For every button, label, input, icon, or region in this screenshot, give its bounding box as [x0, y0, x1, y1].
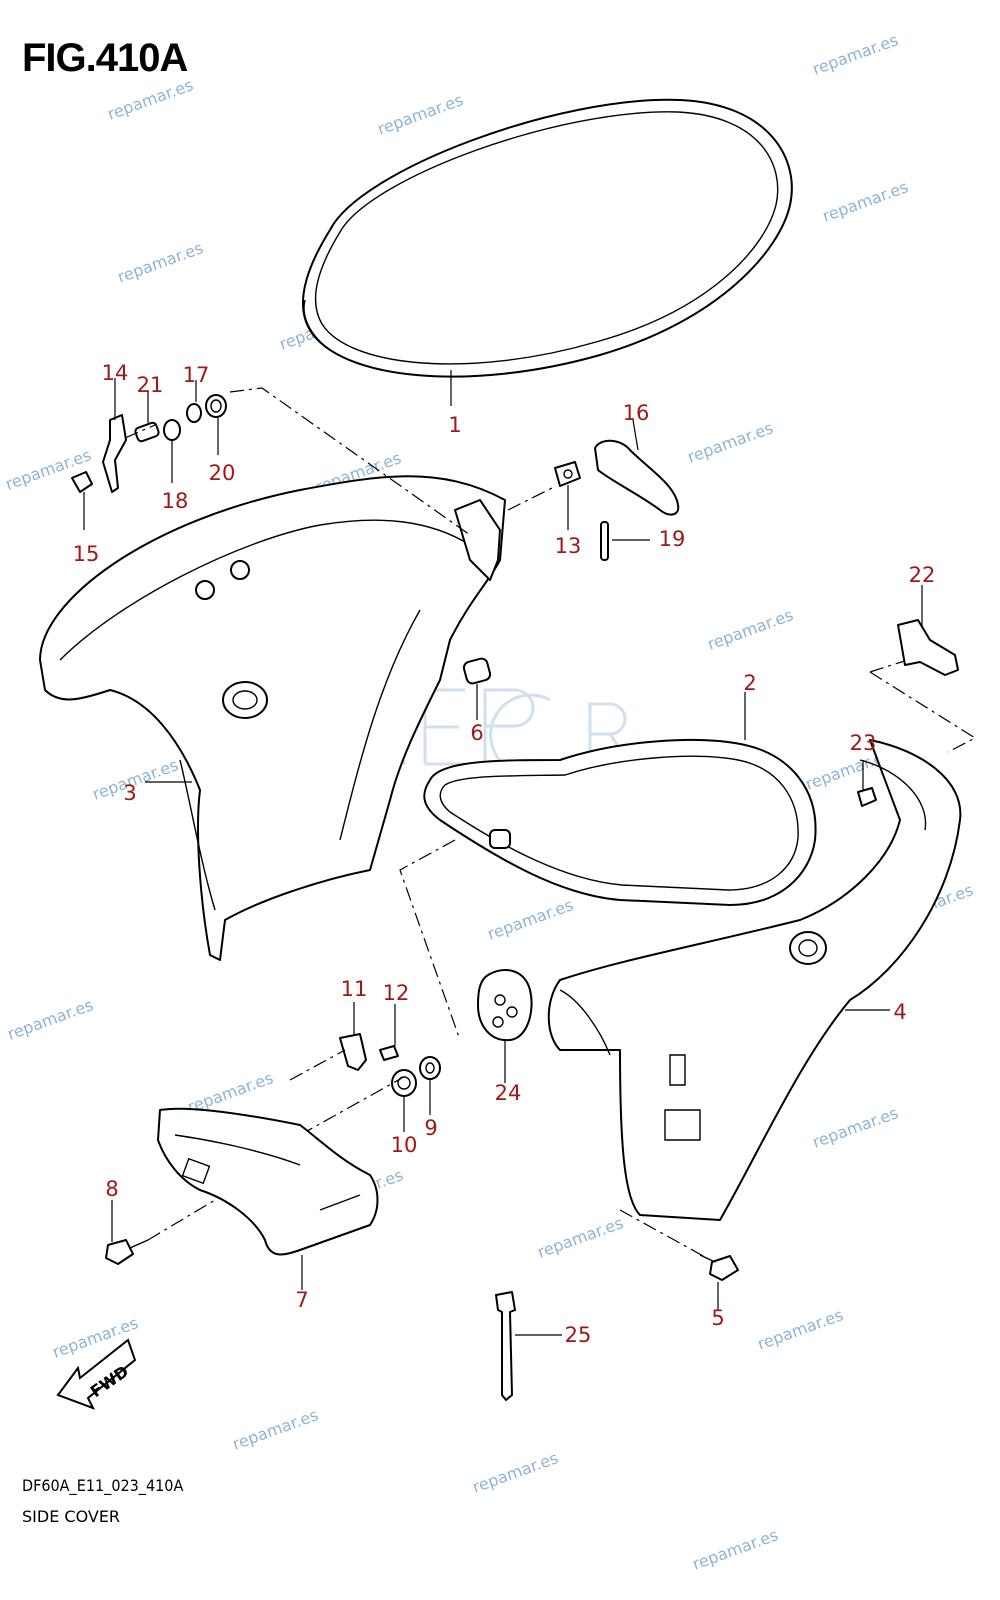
callout-4: 4	[893, 1000, 906, 1024]
callout-18: 18	[162, 489, 189, 513]
callout-24: 24	[495, 1081, 522, 1105]
watermark: repamar.es	[690, 1525, 781, 1574]
watermark: repamar.es	[755, 1305, 846, 1354]
part-24-grommet	[477, 969, 533, 1042]
callout-16: 16	[623, 401, 650, 425]
assembly-line	[289, 1049, 346, 1081]
part-18-washer	[163, 419, 181, 441]
part-16-latch	[594, 439, 680, 516]
assembly-line	[299, 1077, 403, 1136]
callout-layer: 1 2 3 4 5 6 7 8 9 10 11 12 13 14 15 16 1…	[73, 361, 936, 1347]
part-21-spacer	[134, 421, 160, 443]
watermark: repamar.es	[375, 90, 466, 139]
callout-2: 2	[743, 671, 756, 695]
assembly-line	[147, 1199, 216, 1241]
watermark: repamar.es	[105, 75, 196, 124]
callout-3: 3	[123, 781, 136, 805]
callout-10: 10	[391, 1133, 418, 1157]
callout-21: 21	[137, 373, 164, 397]
part-19-pin	[600, 521, 609, 561]
part-22-clip	[897, 619, 959, 676]
assembly-line	[124, 424, 156, 439]
part-23-screw	[857, 787, 877, 807]
part-8-bolt	[105, 1239, 149, 1265]
assembly-line	[619, 1209, 706, 1258]
watermark: repamar.es	[485, 895, 576, 944]
callout-7: 7	[295, 1288, 308, 1312]
part-25-cable-tie	[495, 1291, 516, 1401]
callout-17: 17	[183, 363, 210, 387]
watermark: repamar.es	[5, 995, 96, 1044]
watermark: repamar.es	[810, 30, 901, 79]
figure-title: FIG.410A	[22, 36, 188, 80]
leader-line	[632, 419, 639, 451]
callout-20: 20	[209, 461, 236, 485]
part-2-seal	[423, 739, 817, 906]
callout-23: 23	[850, 731, 877, 755]
part-6-grommet	[462, 657, 492, 685]
part-20-collar	[205, 394, 227, 418]
assembly-line	[507, 487, 553, 511]
assembly-line	[869, 671, 977, 753]
callout-15: 15	[73, 542, 100, 566]
callout-5: 5	[711, 1306, 724, 1330]
part-10-grommet	[391, 1069, 417, 1097]
watermark: repamar.es	[705, 605, 796, 654]
part-15-bolt	[71, 471, 93, 493]
part-13-latch-pin	[554, 461, 581, 487]
part-17-grommet	[186, 403, 202, 423]
callout-13: 13	[555, 534, 582, 558]
callout-14: 14	[102, 361, 129, 385]
callout-12: 12	[383, 981, 410, 1005]
part-1-seal	[302, 98, 793, 378]
callout-19: 19	[659, 527, 686, 551]
watermark: repamar.es	[535, 1213, 626, 1262]
watermark: repamar.es	[820, 177, 911, 226]
watermark: repamar.es	[810, 1103, 901, 1152]
diagram-code: DF60A_E11_023_410A	[22, 1476, 184, 1495]
watermark: repamar.es	[115, 238, 206, 287]
watermark: repamar.es	[685, 418, 776, 467]
assembly-line	[229, 387, 471, 536]
watermark: repamar.es	[230, 1405, 321, 1454]
part-14-bracket	[102, 414, 127, 493]
callout-6: 6	[470, 721, 483, 745]
callout-9: 9	[424, 1116, 437, 1140]
callout-11: 11	[341, 977, 368, 1001]
part-7-lower-cover	[157, 1107, 379, 1256]
watermark: repamar.es	[470, 1448, 561, 1497]
callout-1: 1	[448, 413, 461, 437]
callout-8: 8	[105, 1177, 118, 1201]
assembly-line	[399, 839, 461, 1041]
part-5-screw	[699, 1254, 739, 1281]
part-9-collar	[419, 1056, 441, 1080]
callout-22: 22	[909, 563, 936, 587]
part-11-clip	[339, 1033, 367, 1071]
part-3-left-cover	[39, 475, 506, 961]
assembly-line	[869, 655, 921, 673]
part-4-right-cover	[547, 739, 962, 1221]
part-12-screw	[379, 1045, 399, 1061]
callout-25: 25	[565, 1323, 592, 1347]
diagram-caption: SIDE COVER	[22, 1507, 121, 1526]
